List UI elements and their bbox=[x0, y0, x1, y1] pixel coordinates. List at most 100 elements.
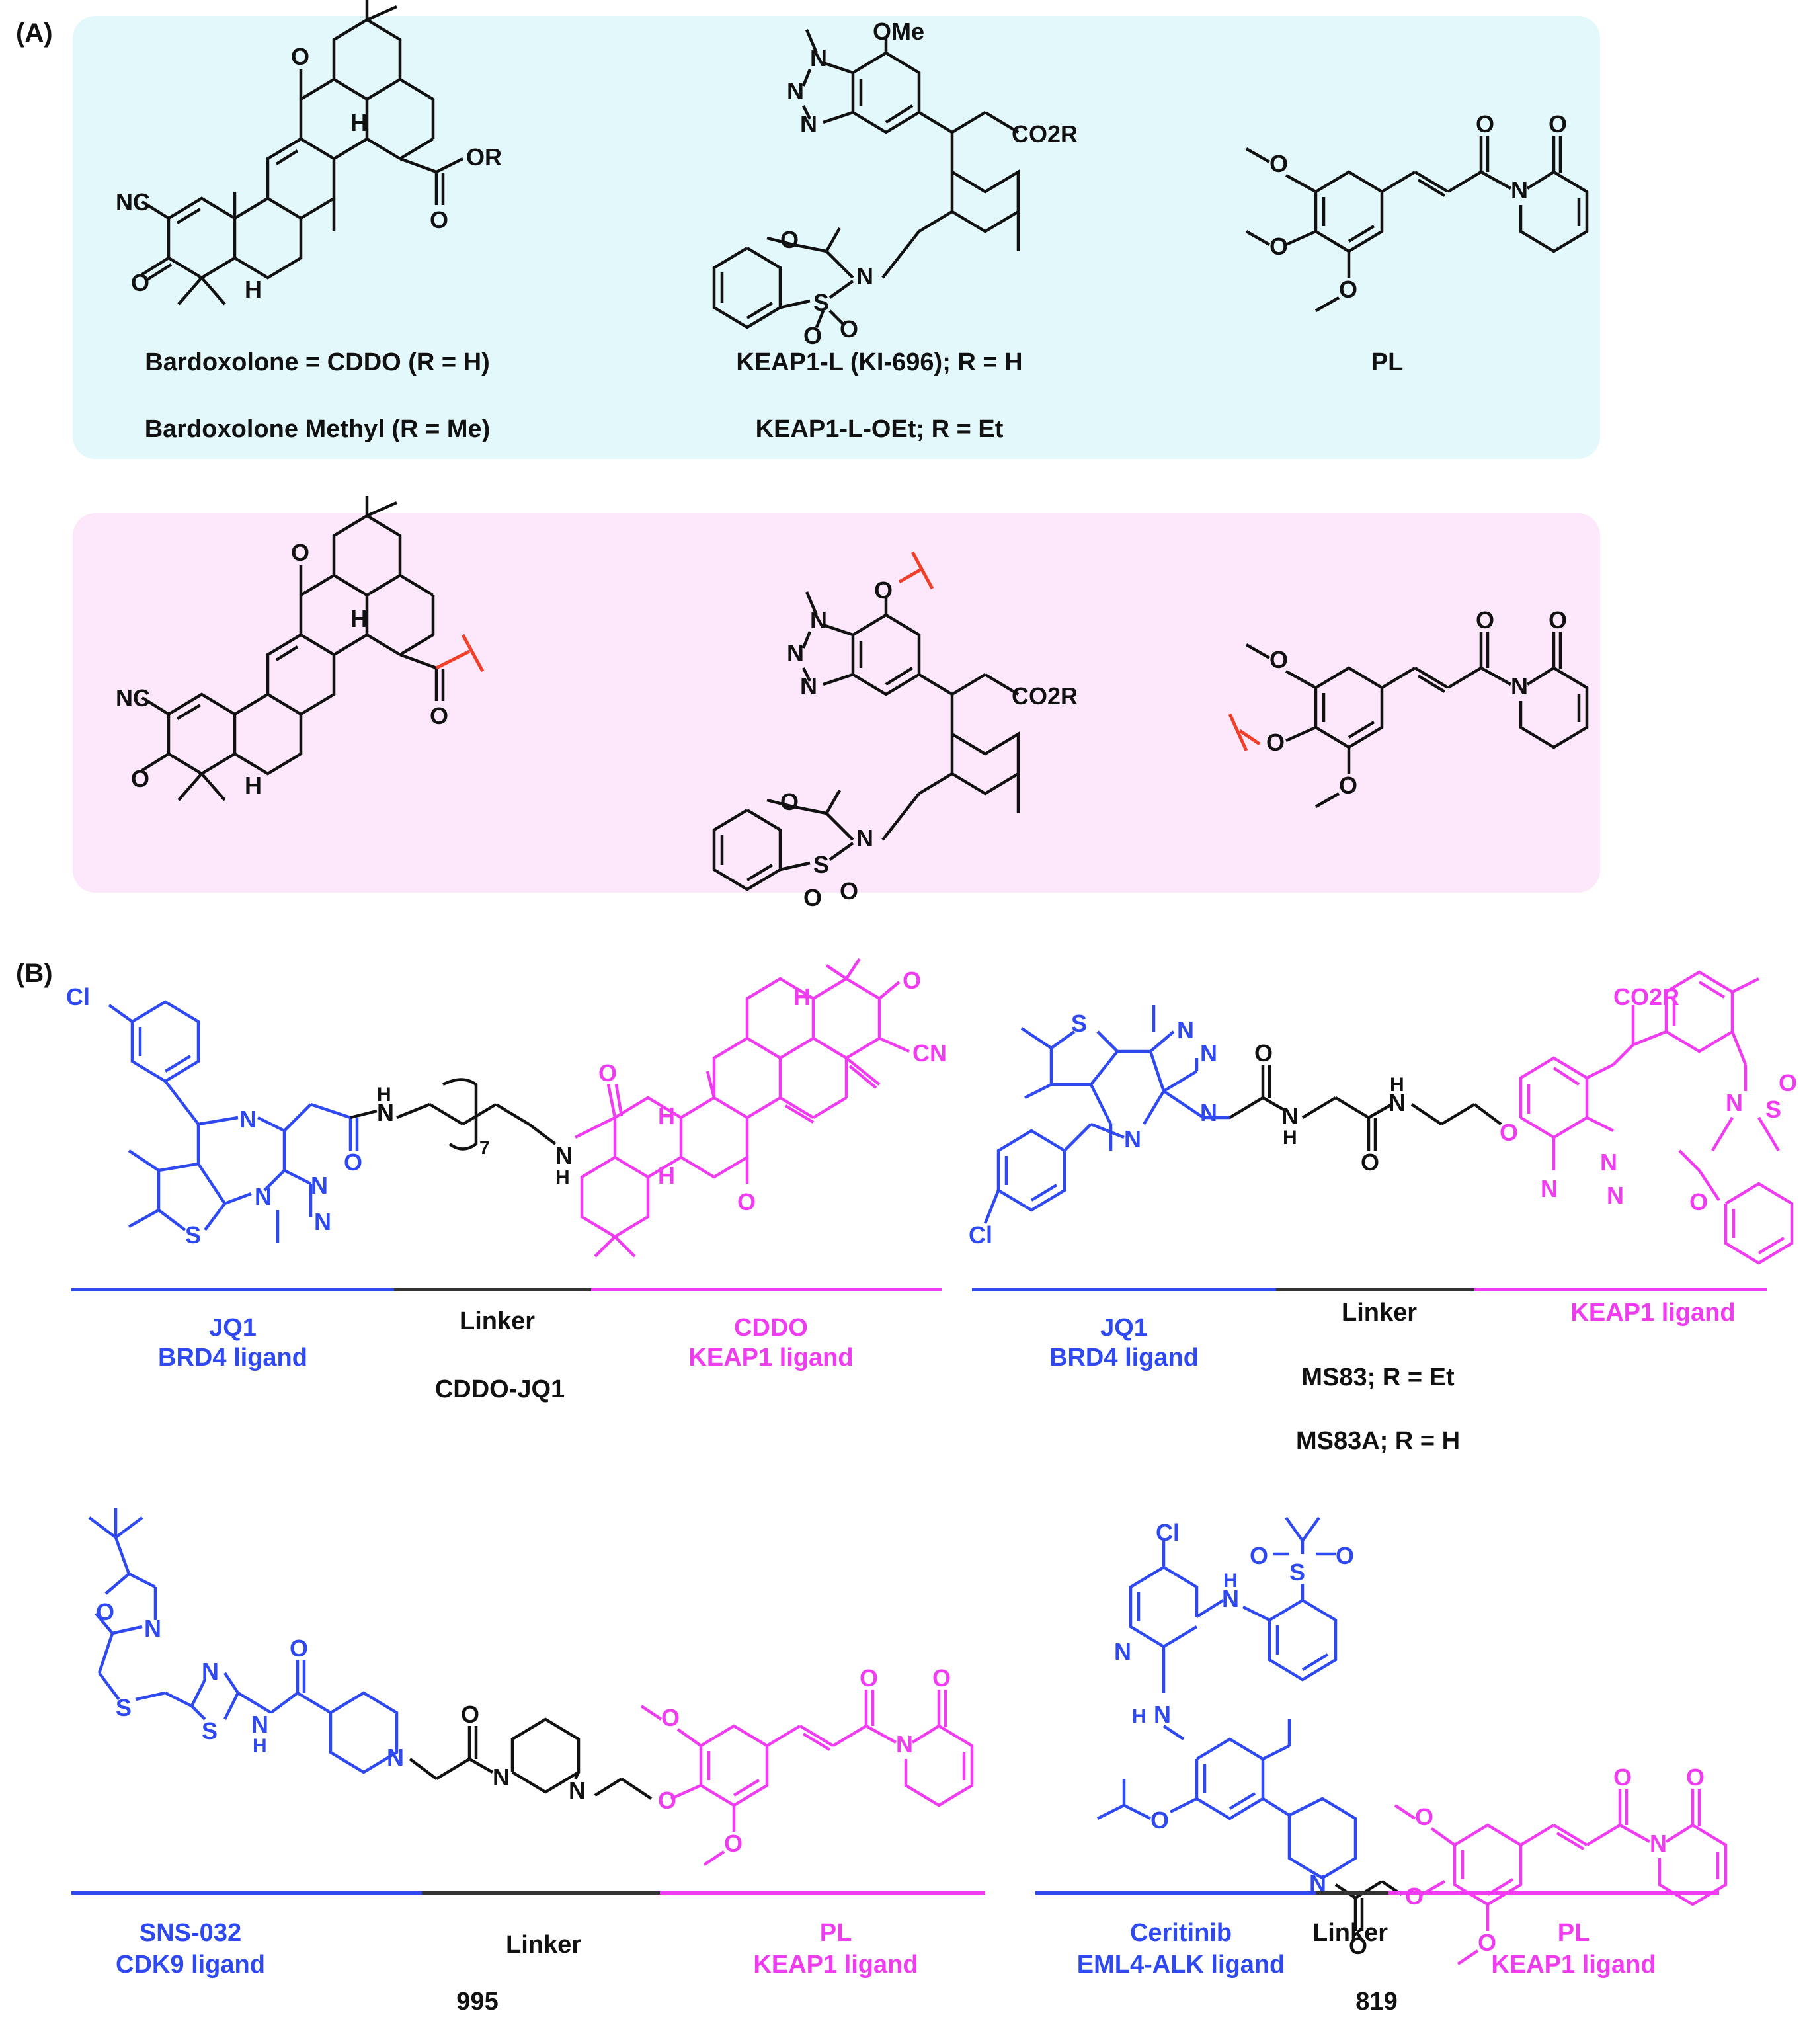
svg-text:N: N bbox=[1200, 1040, 1217, 1067]
svg-text:H: H bbox=[1390, 1074, 1404, 1096]
compound-ms83: MS83; R = Et bbox=[1301, 1364, 1455, 1391]
keap1-desc-right: KEAP1 ligand bbox=[1570, 1299, 1736, 1327]
svg-text:N: N bbox=[1388, 1089, 1406, 1116]
linker-segment-995 bbox=[422, 1891, 660, 1895]
svg-text:N: N bbox=[555, 1142, 573, 1169]
svg-text:O: O bbox=[840, 878, 858, 905]
svg-text:N: N bbox=[856, 825, 873, 852]
svg-text:N: N bbox=[493, 1764, 510, 1791]
pl-desc-819: KEAP1 ligand bbox=[1491, 1951, 1656, 1979]
svg-text:CO2R: CO2R bbox=[1012, 682, 1078, 710]
svg-text:O: O bbox=[1500, 1119, 1518, 1146]
svg-text:N: N bbox=[1650, 1830, 1667, 1857]
svg-text:S: S bbox=[185, 1221, 201, 1248]
panel-label-b: (B) bbox=[16, 959, 53, 988]
cddo-segment bbox=[591, 1288, 942, 1291]
svg-text:N: N bbox=[800, 110, 817, 138]
svg-text:O: O bbox=[1269, 233, 1288, 260]
svg-text:O: O bbox=[598, 1059, 617, 1086]
svg-text:H: H bbox=[253, 1735, 267, 1757]
svg-text:H: H bbox=[1223, 1570, 1238, 1592]
svg-text:H: H bbox=[658, 1102, 675, 1129]
svg-text:CN: CN bbox=[912, 1040, 947, 1067]
svg-text:N: N bbox=[202, 1658, 219, 1685]
svg-text:N: N bbox=[1607, 1182, 1624, 1209]
svg-text:O: O bbox=[803, 884, 822, 911]
svg-text:O: O bbox=[1476, 606, 1494, 634]
linker-label-819: Linker bbox=[1312, 1919, 1388, 1947]
keap1-label-line1: KEAP1-L (KI-696); R = H bbox=[736, 348, 1023, 376]
svg-text:H: H bbox=[1283, 1127, 1297, 1149]
svg-text:O: O bbox=[1336, 1542, 1354, 1569]
svg-text:N: N bbox=[787, 639, 804, 667]
svg-text:N: N bbox=[144, 1615, 161, 1642]
svg-text:H: H bbox=[793, 983, 811, 1010]
svg-text:S: S bbox=[813, 289, 829, 316]
svg-text:O: O bbox=[1476, 110, 1494, 138]
svg-text:H: H bbox=[377, 1084, 391, 1106]
svg-text:O: O bbox=[131, 269, 149, 296]
svg-text:N: N bbox=[569, 1777, 586, 1804]
svg-text:7: 7 bbox=[479, 1137, 490, 1158]
svg-text:O: O bbox=[1254, 1040, 1273, 1067]
svg-text:O: O bbox=[291, 43, 309, 70]
cddo-label-line2: Bardoxolone Methyl (R = Me) bbox=[144, 415, 491, 443]
svg-text:N: N bbox=[856, 263, 873, 290]
svg-text:O: O bbox=[780, 226, 799, 253]
svg-text:O: O bbox=[1779, 1069, 1797, 1096]
svg-text:Cl: Cl bbox=[969, 1221, 992, 1248]
jq1-name-right: JQ1 bbox=[1100, 1314, 1148, 1342]
svg-text:OR: OR bbox=[466, 143, 502, 171]
jq1-segment-left bbox=[71, 1288, 394, 1291]
svg-text:H: H bbox=[1132, 1705, 1147, 1727]
svg-text:S: S bbox=[1765, 1096, 1781, 1123]
compound-cddo-jq1: CDDO-JQ1 bbox=[434, 1375, 565, 1403]
linker-segment-819 bbox=[1316, 1891, 1388, 1895]
svg-text:H: H bbox=[350, 605, 368, 632]
pl-name-819: PL bbox=[1557, 1919, 1590, 1947]
keap1-label-line2: KEAP1-L-OEt; R = Et bbox=[755, 415, 1004, 443]
svg-text:H: H bbox=[245, 772, 262, 799]
cddo-name: CDDO bbox=[734, 1314, 808, 1342]
svg-text:CO2R: CO2R bbox=[1012, 120, 1078, 147]
svg-text:N: N bbox=[251, 1711, 268, 1738]
svg-text:S: S bbox=[202, 1717, 218, 1744]
svg-text:O: O bbox=[1549, 606, 1567, 634]
svg-text:Cl: Cl bbox=[66, 983, 90, 1010]
svg-text:O: O bbox=[1269, 646, 1288, 673]
compound-995: 995 bbox=[456, 1988, 499, 2016]
svg-text:O: O bbox=[658, 1787, 676, 1814]
svg-text:N: N bbox=[387, 1744, 404, 1771]
svg-text:O: O bbox=[1150, 1807, 1169, 1834]
svg-text:O: O bbox=[430, 702, 448, 729]
svg-text:N: N bbox=[377, 1099, 394, 1126]
compound-819: 819 bbox=[1355, 1988, 1398, 2016]
linker-segment-left bbox=[394, 1288, 591, 1291]
sns032-name: SNS-032 bbox=[139, 1919, 242, 1947]
svg-text:N: N bbox=[1600, 1149, 1617, 1176]
svg-text:O: O bbox=[1339, 276, 1357, 303]
svg-text:O: O bbox=[780, 788, 799, 815]
pl-desc-995: KEAP1 ligand bbox=[753, 1951, 918, 1979]
svg-text:N: N bbox=[1726, 1089, 1743, 1116]
jq1-name-left: JQ1 bbox=[209, 1314, 257, 1342]
svg-text:O: O bbox=[737, 1188, 756, 1215]
jq1-segment-right bbox=[972, 1288, 1276, 1291]
ceritinib-name: Ceritinib bbox=[1129, 1919, 1232, 1947]
svg-text:O: O bbox=[1415, 1803, 1433, 1830]
ceritinib-segment bbox=[1035, 1891, 1316, 1895]
svg-text:O: O bbox=[661, 1704, 680, 1731]
svg-text:N: N bbox=[1200, 1099, 1217, 1126]
svg-text:O: O bbox=[860, 1664, 878, 1692]
pl-label: PL bbox=[1371, 348, 1404, 376]
svg-text:O: O bbox=[96, 1598, 114, 1625]
svg-text:O: O bbox=[1405, 1883, 1424, 1910]
ceritinib-desc: EML4-ALK ligand bbox=[1076, 1951, 1285, 1979]
svg-text:O: O bbox=[1269, 150, 1288, 177]
svg-text:O: O bbox=[1266, 729, 1285, 756]
